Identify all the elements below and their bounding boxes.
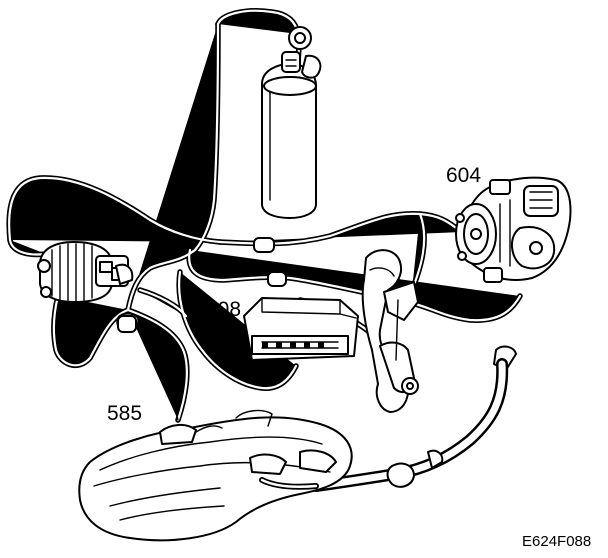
vent-line — [259, 477, 319, 490]
label-604: 604 — [446, 164, 482, 187]
harness-connectors — [117, 237, 287, 333]
label-321: 321 — [62, 214, 98, 237]
gas-cylinder — [261, 26, 322, 219]
fuel-tank — [78, 383, 353, 542]
label-608: 608 — [206, 298, 242, 321]
control-module — [243, 297, 359, 361]
throttle-body — [455, 176, 572, 283]
filler-pipe — [310, 345, 517, 492]
figure-code: E624F088 — [522, 533, 592, 550]
label-585: 585 — [107, 402, 143, 425]
accelerator-pedal — [361, 249, 419, 413]
